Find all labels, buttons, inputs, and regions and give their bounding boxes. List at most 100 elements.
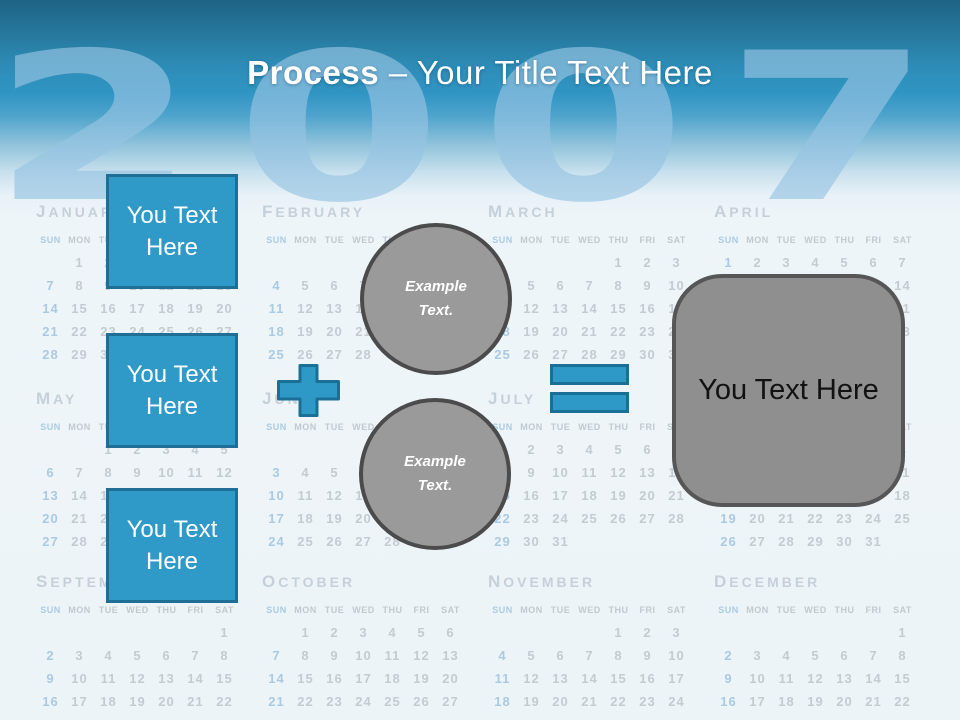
day-number: 20 (326, 324, 343, 339)
day-number: 30 (523, 534, 540, 549)
day-number: 12 (523, 671, 540, 686)
day-number: 21 (187, 694, 204, 709)
day-number: 20 (552, 694, 569, 709)
day-number: 19 (297, 324, 314, 339)
weekday-label: Fri (865, 605, 882, 615)
day-number: 5 (614, 442, 623, 457)
day-number: 18 (268, 324, 285, 339)
day-number: 10 (268, 488, 285, 503)
day-number: 25 (494, 347, 511, 362)
day-number: 5 (417, 625, 426, 640)
day-number: 19 (807, 694, 824, 709)
weekday-label: Sat (667, 235, 686, 245)
weekday-label: Mon (68, 422, 91, 432)
weekday-label: Wed (804, 605, 827, 615)
day-number: 20 (552, 324, 569, 339)
weekday-header: SunMonTueWedThuFriSat (488, 422, 692, 433)
day-number: 4 (191, 442, 200, 457)
day-number: 10 (552, 465, 569, 480)
month-title: March (488, 202, 558, 221)
day-number: 15 (894, 671, 911, 686)
day-number: 19 (413, 671, 430, 686)
weekday-label: Mon (520, 422, 543, 432)
day-number: 21 (668, 488, 685, 503)
day-number: 26 (720, 534, 737, 549)
day-number: 26 (297, 347, 314, 362)
month-title: December (714, 572, 821, 591)
day-number: 28 (181, 713, 210, 720)
weekday-label: Sat (215, 605, 234, 615)
weekday-label: Fri (639, 422, 656, 432)
day-number: 19 (523, 324, 540, 339)
day-number: 15 (297, 671, 314, 686)
day-number: 13 (326, 301, 343, 316)
day-number: 29 (604, 713, 633, 720)
day-number: 26 (801, 713, 830, 720)
day-number: 22 (216, 694, 233, 709)
day-number: 3 (556, 442, 565, 457)
day-number: 24 (668, 694, 685, 709)
page-title-bold: Process (247, 54, 380, 91)
day-number: 1 (104, 442, 113, 457)
month-november: NovemberSunMonTueWedThuFriSat12345678910… (488, 573, 692, 720)
weekday-label: Sun (266, 605, 287, 615)
day-number: 11 (581, 465, 598, 480)
day-number: 9 (133, 465, 142, 480)
month-march: MarchSunMonTueWedThuFriSat12345678910111… (488, 203, 692, 366)
day-number: 5 (133, 648, 142, 663)
day-number: 25 (488, 713, 517, 720)
day-number: 5 (811, 648, 820, 663)
weekday-label: Sun (40, 605, 61, 615)
weekday-label: Wed (804, 235, 827, 245)
weekday-label: Wed (126, 605, 149, 615)
day-number: 24 (65, 713, 94, 720)
day-number: 6 (643, 442, 652, 457)
day-number: 5 (301, 278, 310, 293)
day-number: 28 (355, 347, 372, 362)
day-number: 16 (42, 694, 59, 709)
day-number: 16 (639, 671, 656, 686)
day-number: 2 (527, 442, 536, 457)
day-number: 8 (614, 278, 623, 293)
weekday-label: Wed (352, 422, 375, 432)
day-number: 17 (749, 694, 766, 709)
day-number: 15 (71, 301, 88, 316)
day-number: 5 (330, 465, 339, 480)
day-number: 4 (104, 648, 113, 663)
weekday-label: Sun (40, 422, 61, 432)
day-number: 22 (610, 324, 627, 339)
day-number: 29 (888, 713, 917, 720)
day-number: 8 (220, 648, 229, 663)
day-number: 16 (523, 488, 540, 503)
day-number: 30 (639, 347, 656, 362)
day-number: 1 (220, 625, 229, 640)
day-number: 18 (494, 694, 511, 709)
day-number: 28 (581, 347, 598, 362)
weekday-label: Thu (156, 605, 177, 615)
day-number: 23 (326, 694, 343, 709)
day-number: 14 (42, 301, 59, 316)
day-number: 18 (581, 488, 598, 503)
day-number: 22 (894, 694, 911, 709)
day-number: 8 (104, 465, 113, 480)
day-number: 20 (442, 671, 459, 686)
day-number: 1 (614, 255, 623, 270)
day-number: 9 (330, 648, 339, 663)
day-number: 11 (494, 671, 511, 686)
day-number: 16 (720, 694, 737, 709)
day-number: 27 (326, 347, 343, 362)
day-number: 13 (158, 671, 175, 686)
day-number: 4 (498, 648, 507, 663)
day-number: 12 (523, 301, 540, 316)
day-number: 13 (552, 301, 569, 316)
day-number: 20 (749, 511, 766, 526)
day-number: 31 (865, 534, 882, 549)
day-number: 9 (643, 648, 652, 663)
day-number: 8 (75, 278, 84, 293)
month-title: May (36, 389, 78, 408)
weekday-label: Tue (550, 235, 571, 245)
day-number: 10 (158, 465, 175, 480)
day-number: 20 (158, 694, 175, 709)
day-number: 6 (869, 255, 878, 270)
